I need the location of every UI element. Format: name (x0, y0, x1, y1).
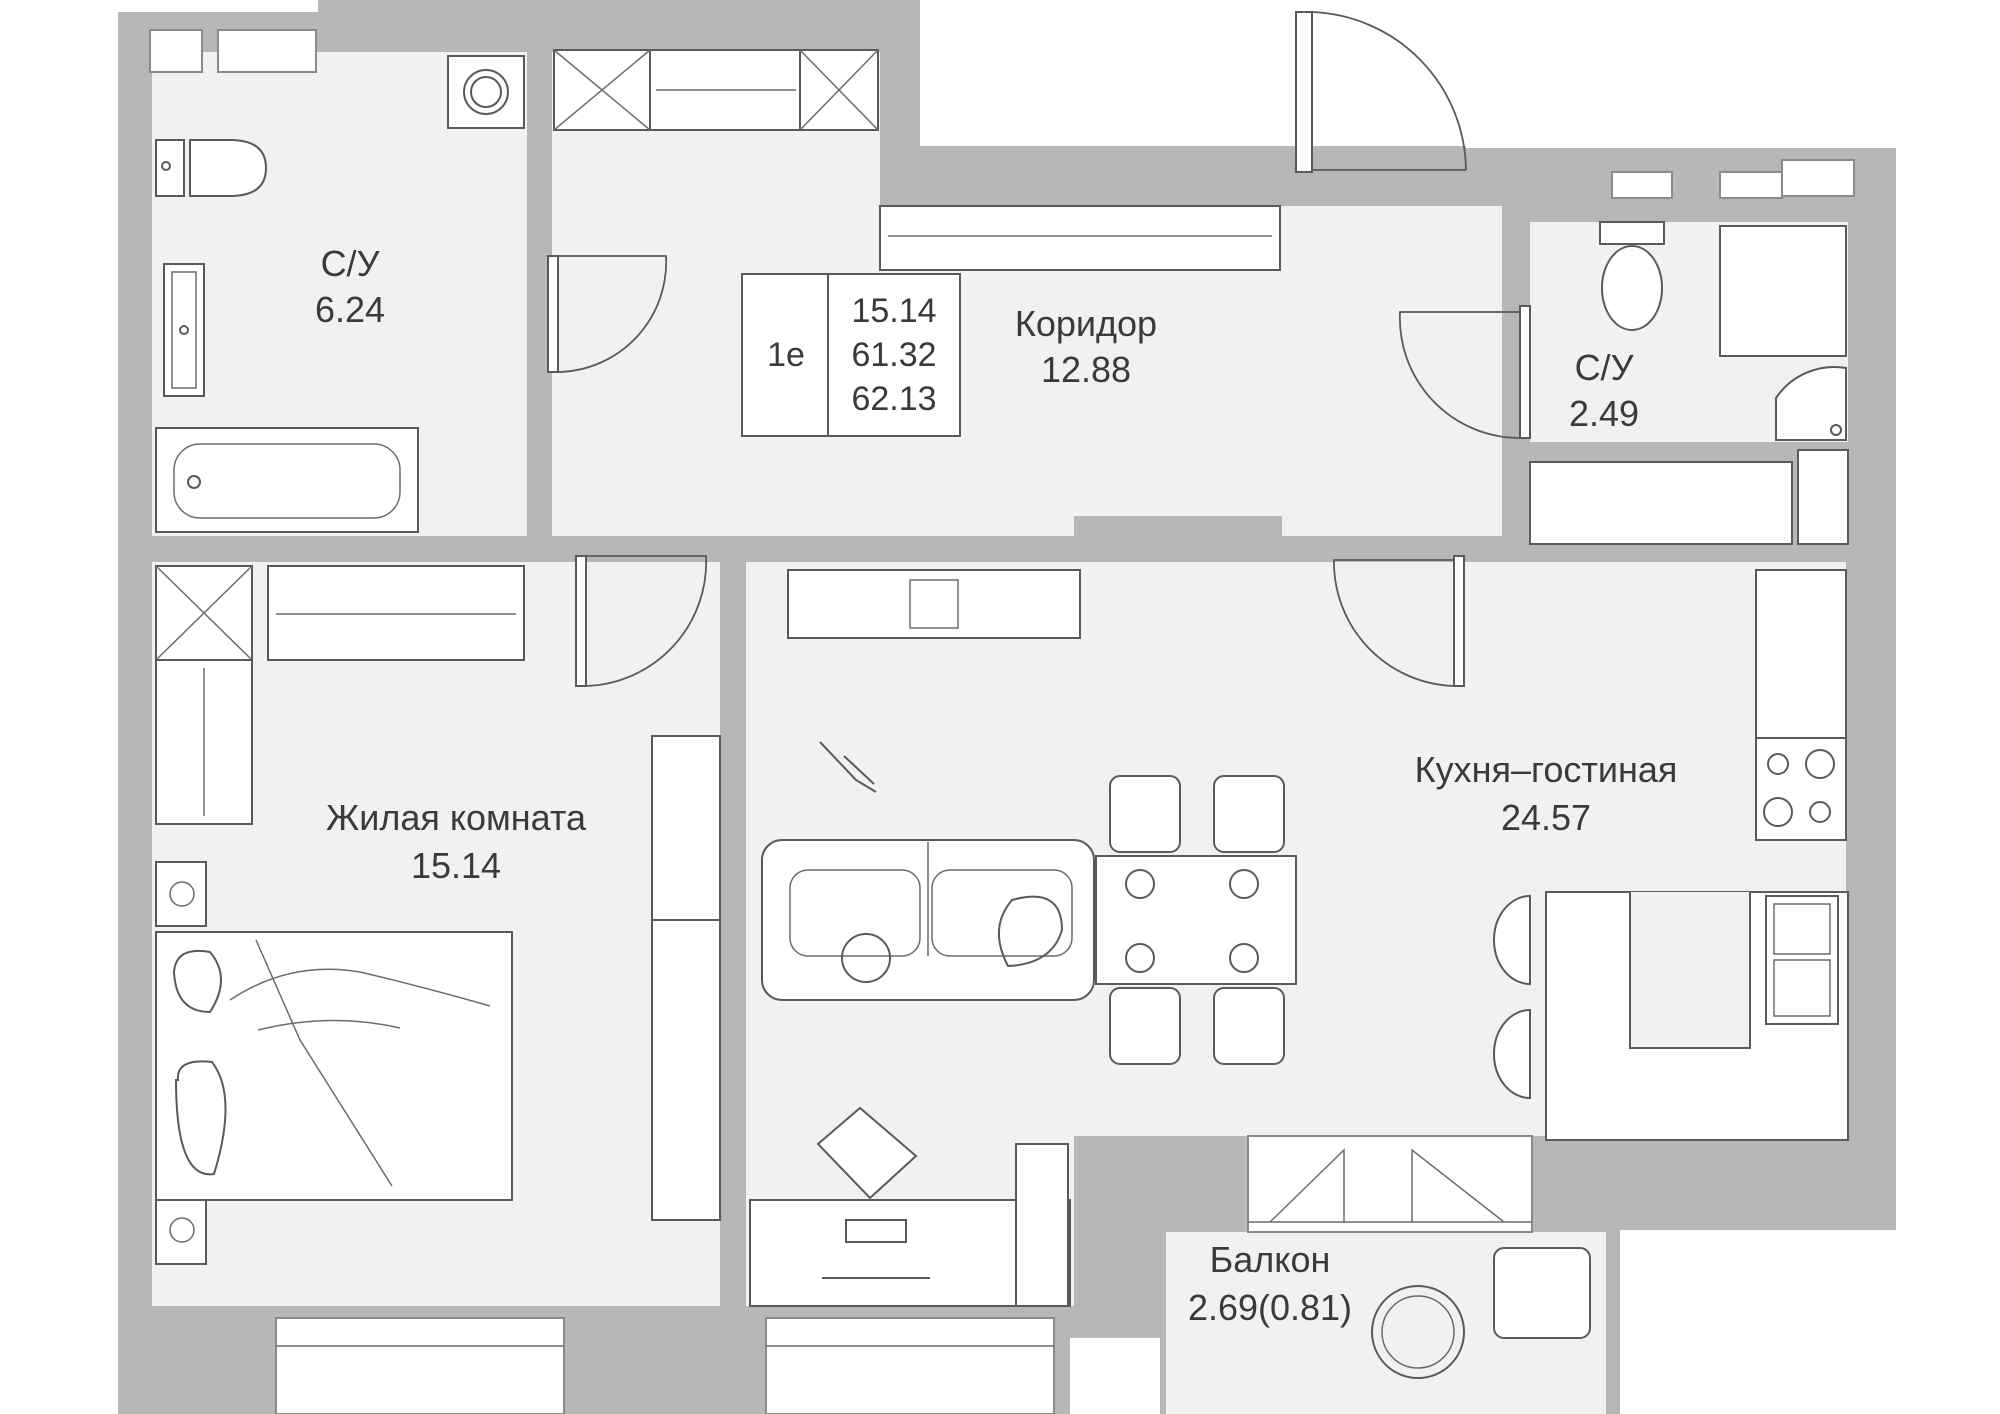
apartment-info-box: 1е 15.14 61.32 62.13 (767, 292, 936, 418)
balcony-area: 2.69(0.81) (1188, 1287, 1352, 1328)
bathroom-1-name: С/У (321, 243, 381, 284)
total-with-balcony-value: 62.13 (851, 380, 936, 418)
bedroom-name: Жилая комната (326, 797, 587, 838)
bathroom-1-fixtures (155, 55, 525, 533)
room-labels: С/У 6.24 Коридор 12.88 С/У 2.49 Жилая ко… (315, 243, 1677, 1328)
bedroom-area: 15.14 (411, 845, 501, 886)
kitchen-living-fixtures (749, 569, 1849, 1307)
closet-right (1529, 449, 1849, 545)
bathroom-2-name: С/У (1575, 347, 1635, 388)
kitchen-living-name: Кухня–гостиная (1415, 749, 1678, 790)
bathroom-2-area: 2.49 (1569, 393, 1639, 434)
corridor-name: Коридор (1015, 303, 1157, 344)
bedroom-fixtures (155, 565, 721, 1265)
corridor-area: 12.88 (1041, 349, 1131, 390)
windows (149, 29, 1855, 1414)
doors (547, 11, 1531, 687)
apartment-type: 1е (767, 336, 805, 374)
total-area-value: 61.32 (851, 336, 936, 374)
balcony-name: Балкон (1210, 1239, 1331, 1280)
bathroom-1-area: 6.24 (315, 289, 385, 330)
living-area-value: 15.14 (851, 292, 936, 330)
kitchen-living-area: 24.57 (1501, 797, 1591, 838)
bathroom-2-fixtures (1599, 221, 1847, 441)
corridor-fixtures (553, 49, 1281, 437)
balcony-fixtures (1269, 1148, 1591, 1379)
